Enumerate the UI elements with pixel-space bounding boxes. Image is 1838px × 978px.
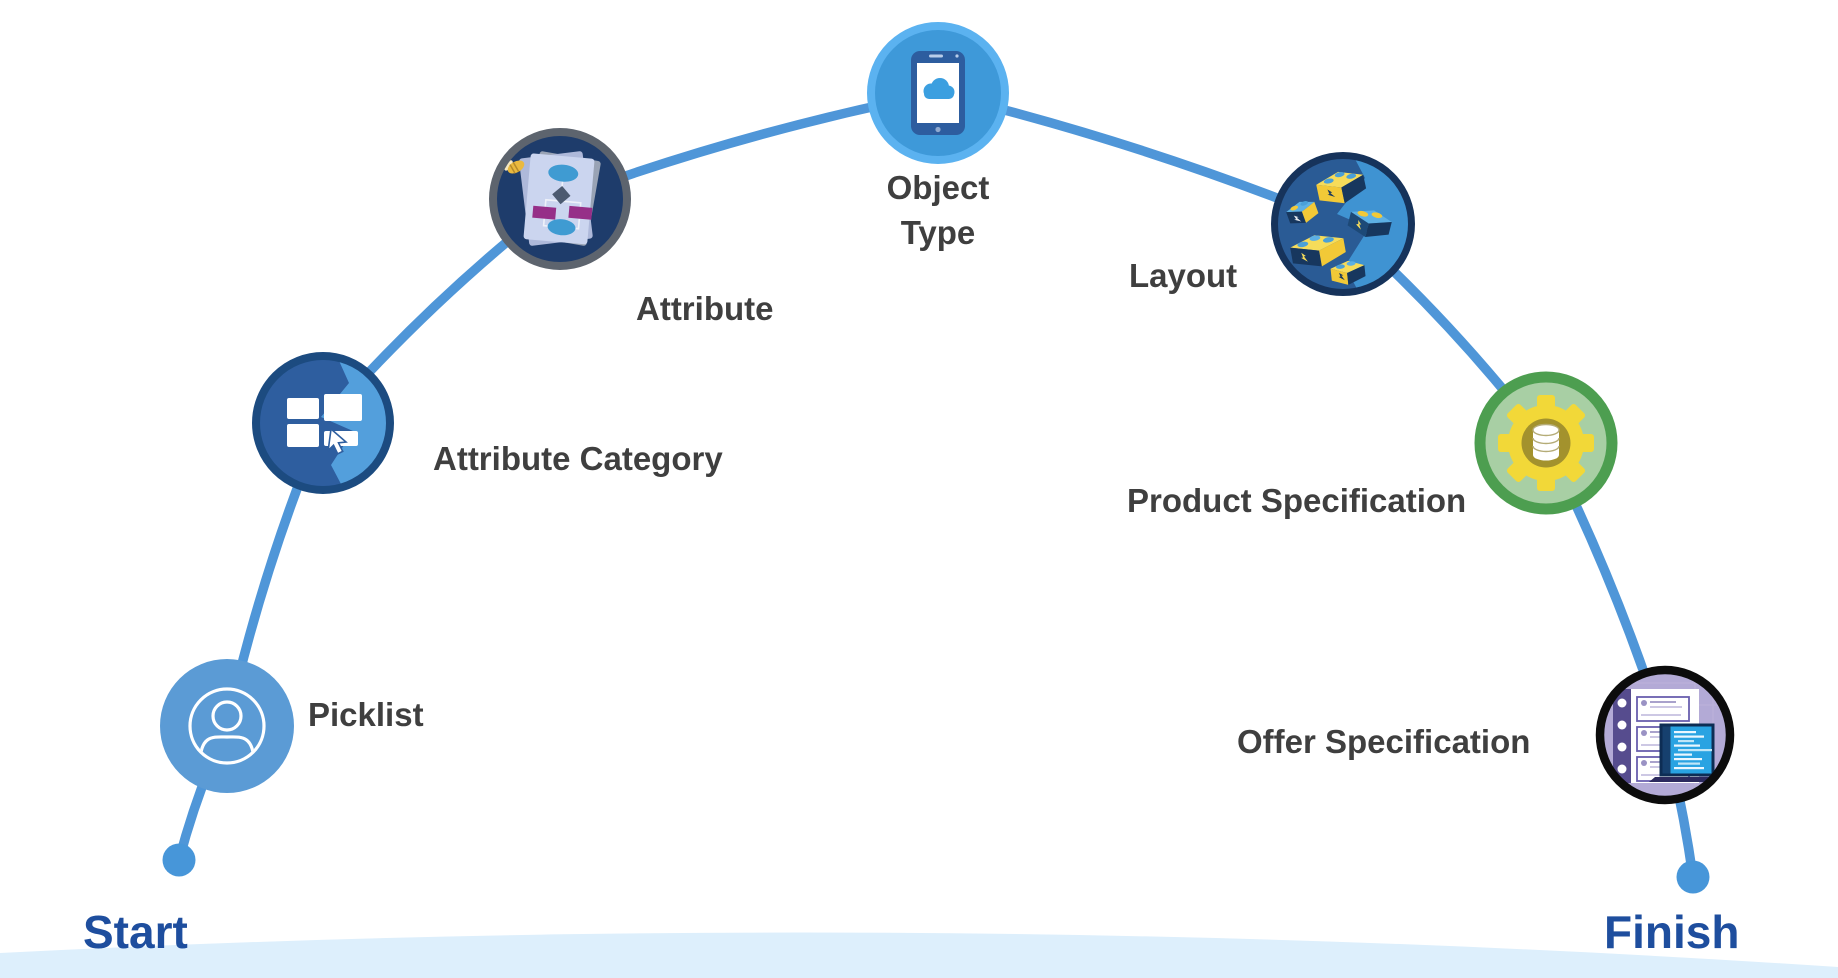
layout-label: Layout (1129, 257, 1238, 294)
cloud-icon (923, 78, 955, 99)
node-offer-specification (1595, 665, 1735, 805)
flowchart-document-icon (504, 151, 601, 246)
object-type-label: Object Type (886, 169, 990, 251)
product-specification-label: Product Specification (1127, 482, 1467, 519)
picklist-circle (160, 659, 294, 793)
node-picklist (160, 659, 294, 793)
node-product-specification (1474, 371, 1618, 515)
attribute-label: Attribute (636, 290, 774, 327)
checklist-laptop-icon (1599, 669, 1731, 801)
node-attribute (489, 128, 631, 270)
picklist-label: Picklist (308, 696, 424, 733)
layout-ring (1271, 152, 1415, 296)
finish-dot (1676, 860, 1710, 894)
node-layout (1271, 152, 1415, 296)
bottom-wave-band (0, 932, 1838, 978)
node-attribute-category (252, 352, 394, 494)
offer-specification-label: Offer Specification (1237, 723, 1531, 760)
firefly-icon (504, 160, 525, 174)
attribute-category-ring (252, 352, 394, 494)
gear-database-icon (1498, 395, 1594, 491)
user-avatar-icon (188, 687, 266, 765)
start-dot (162, 843, 196, 877)
offer-specification-ring (1595, 665, 1735, 805)
laptop-icon (1649, 723, 1725, 782)
building-blocks-icon (1286, 171, 1392, 285)
window-layout-cursor-icon (287, 394, 362, 455)
attribute-category-label: Attribute Category (433, 440, 723, 477)
mobile-phone-cloud-icon (911, 51, 965, 135)
node-object-type (867, 22, 1009, 164)
start-label: Start (83, 906, 188, 958)
finish-label: Finish (1604, 906, 1740, 958)
cursor-icon (327, 427, 348, 455)
database-icon (1532, 423, 1560, 461)
